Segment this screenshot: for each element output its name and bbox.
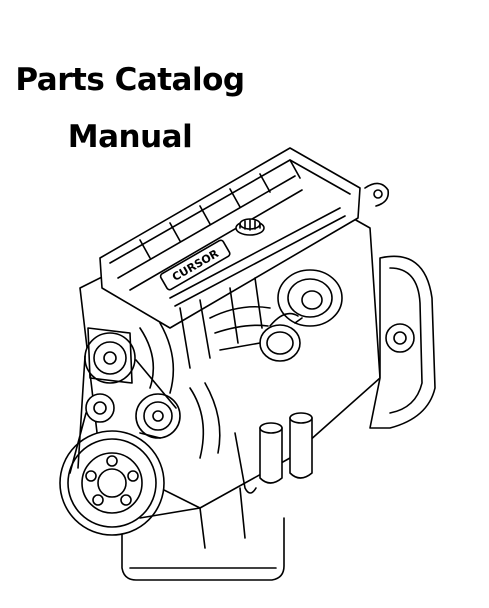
drive-belt xyxy=(69,355,177,474)
fan-pulley xyxy=(135,393,181,439)
oil-filler-cap xyxy=(235,218,265,236)
lifting-eye xyxy=(364,182,390,207)
crankshaft-pulley xyxy=(59,430,165,536)
engine-illustration: CURSOR xyxy=(40,128,450,598)
flywheel-housing xyxy=(369,255,436,429)
title-line-1: Parts Catalog xyxy=(15,62,245,98)
idler-pulley xyxy=(85,393,115,423)
fuel-filter xyxy=(259,412,313,484)
title-line-2: Manual xyxy=(67,119,193,155)
page-title: Parts Catalog Manual xyxy=(0,52,260,166)
